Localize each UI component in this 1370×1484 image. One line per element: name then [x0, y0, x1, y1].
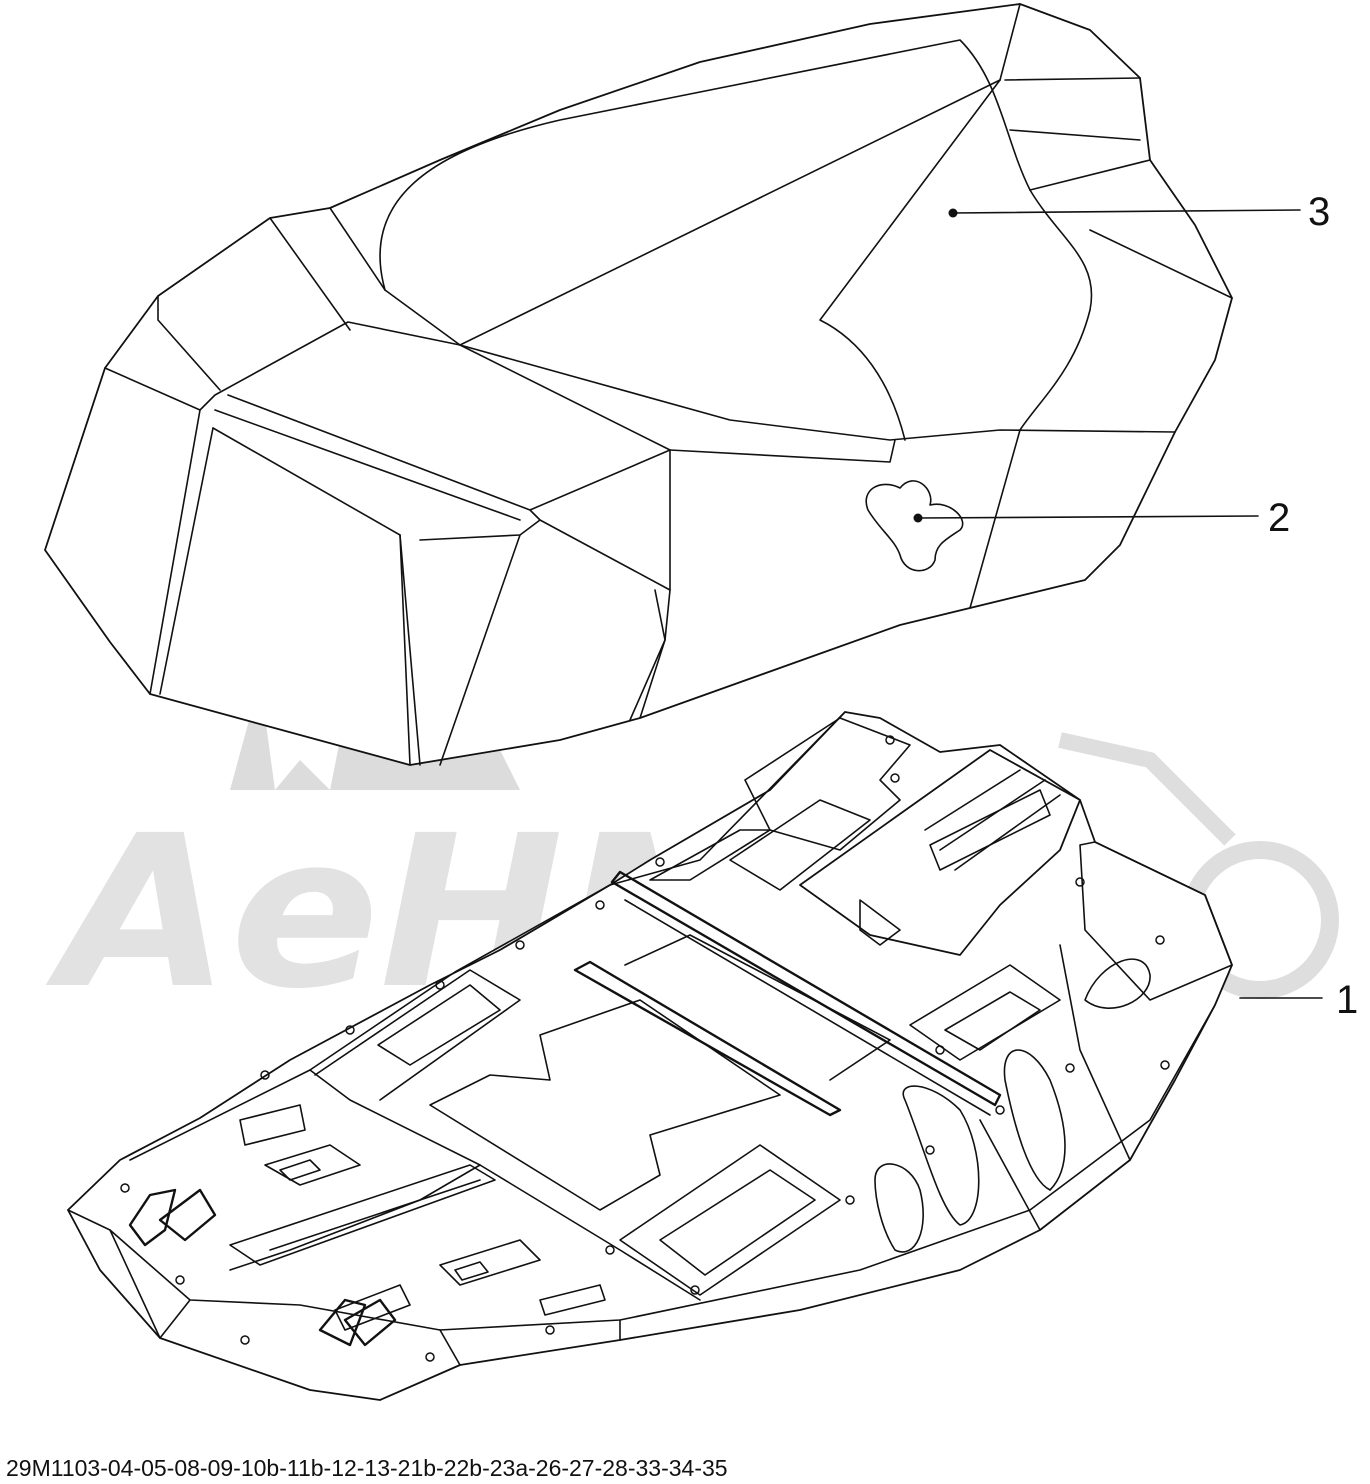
leader-lines: [913, 208, 1323, 999]
logo-badge: [865, 480, 964, 572]
callout-1: 1: [1336, 978, 1359, 1022]
seat-cover: [44, 3, 1233, 766]
callout-3: 3: [1308, 190, 1331, 234]
callout-2: 2: [1268, 496, 1291, 540]
seat-base: [67, 711, 1233, 1401]
drawing-code: 29M1103-04-05-08-09-10b-11b-12-13-21b-22…: [6, 1455, 728, 1481]
